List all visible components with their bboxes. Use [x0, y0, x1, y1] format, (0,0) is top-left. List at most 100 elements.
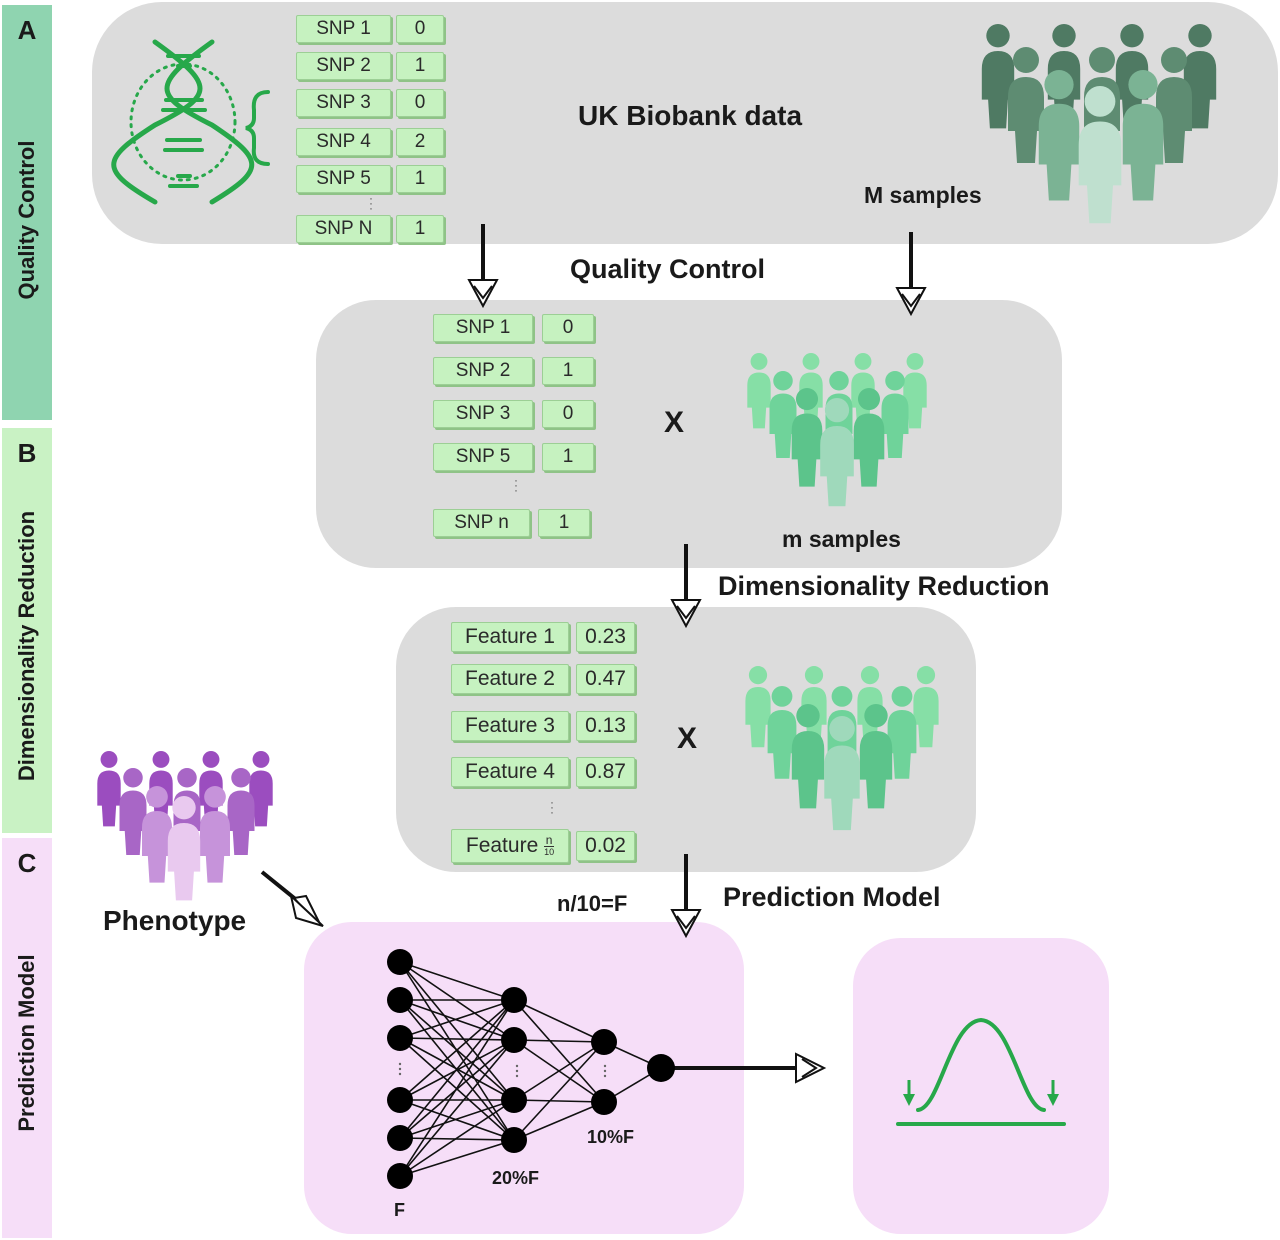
snp-name-cell: SNP N	[296, 215, 391, 243]
panel-biobank	[92, 2, 1278, 244]
snp-name-cell: SNP 5	[296, 165, 391, 193]
stage-bar-quality-control: A Quality Control	[2, 5, 52, 420]
step-label-prediction-model: Prediction Model	[723, 882, 941, 912]
network-output-node	[647, 1054, 675, 1082]
panel-a-title: UK Biobank data	[578, 100, 803, 131]
feature-name-cell: Feature 4	[451, 757, 569, 787]
network-node	[591, 1089, 617, 1115]
neural-network-diagram	[387, 949, 675, 1189]
stage-bar-prediction-model: C Prediction Model	[2, 838, 52, 1238]
people-crowd-features-icon	[745, 666, 939, 831]
ellipsis-vertical-icon: ···	[514, 473, 518, 497]
stage-bar-dimensionality-reduction: B Dimensionality Reduction	[2, 428, 52, 833]
people-crowd-m-samples-small-icon	[747, 353, 927, 507]
phenotype-label: Phenotype	[103, 905, 247, 936]
network-edge	[399, 999, 515, 1177]
network-node	[387, 1087, 413, 1113]
brace-icon	[245, 90, 270, 166]
network-node	[501, 1027, 527, 1053]
fraction-numerator: n	[544, 832, 555, 847]
snp-name-cell: SNP 1	[433, 314, 533, 342]
snp-value-cell: 1	[538, 509, 590, 537]
step-label-quality-control: Quality Control	[570, 254, 765, 284]
snp-value-cell: 1	[542, 357, 594, 385]
m-samples-label: M samples	[864, 182, 982, 208]
network-edge	[513, 1041, 605, 1141]
bell-curve-icon	[896, 1017, 1066, 1126]
network-edge	[399, 1139, 515, 1177]
dna-helix-icon	[111, 39, 255, 205]
snp-name-cell: SNP 4	[296, 128, 391, 156]
network-edge	[513, 1101, 605, 1141]
stage-letter-a: A	[17, 15, 37, 45]
network-edge	[399, 1037, 515, 1041]
stage-letter-b: B	[17, 438, 37, 468]
snp-value-cell: 2	[396, 128, 444, 156]
feature-value-cell: 0.47	[576, 664, 635, 694]
layer-label-hidden-1: 20%F	[492, 1168, 540, 1188]
network-edge	[513, 1041, 605, 1101]
network-edge	[399, 999, 515, 1039]
network-edge	[399, 1099, 515, 1141]
network-edge	[513, 1099, 605, 1103]
snp-name-cell: SNP 1	[296, 15, 391, 43]
snp-value-cell: 1	[396, 165, 444, 193]
threshold-arrow-right-icon	[1047, 1080, 1059, 1106]
layer-label-hidden-2: 10%F	[587, 1127, 635, 1147]
snp-name-cell: SNP 5	[433, 443, 533, 471]
m-samples-small-label: m samples	[782, 526, 901, 552]
people-crowd-m-samples-icon	[981, 24, 1217, 224]
network-node	[591, 1029, 617, 1055]
feature-value-cell: 0.02	[576, 831, 635, 861]
snp-value-cell: 1	[396, 52, 444, 80]
network-edge	[513, 999, 605, 1103]
multiply-sign: X	[664, 406, 685, 439]
feature-last-label: Feature	[465, 834, 539, 857]
fraction-denominator: 10	[544, 846, 555, 857]
snp-value-cell: 1	[542, 443, 594, 471]
feature-value-cell: 0.13	[576, 711, 635, 741]
snp-value-cell: 0	[396, 89, 444, 117]
network-edge	[399, 1137, 515, 1141]
network-edge	[399, 1099, 515, 1177]
network-node	[387, 1163, 413, 1189]
network-node	[387, 949, 413, 975]
network-node	[387, 1125, 413, 1151]
arrow-snps-to-qc	[467, 224, 499, 309]
network-edge	[399, 961, 515, 1041]
snp-name-cell: SNP 3	[433, 400, 533, 428]
stage-letter-c: C	[17, 848, 37, 878]
snp-value-cell: 0	[396, 15, 444, 43]
network-edge	[399, 999, 515, 1139]
feature-fraction: n 10	[544, 832, 555, 858]
snp-value-cell: 1	[396, 215, 444, 243]
feature-value-cell: 0.23	[576, 622, 635, 652]
feature-value-cell: 0.87	[576, 757, 635, 787]
formula-label: n/10=F	[557, 891, 628, 916]
feature-name-cell: Feature 3	[451, 711, 569, 741]
ellipsis-vertical-icon: ···	[550, 795, 554, 819]
snp-name-cell: SNP 2	[433, 357, 533, 385]
people-crowd-phenotype-icon	[97, 751, 273, 901]
arrow-qc-to-reduction	[670, 544, 702, 629]
panel-output-distribution	[853, 938, 1109, 1234]
network-edge	[399, 961, 515, 1101]
network-edge	[399, 999, 515, 1101]
network-node	[387, 1025, 413, 1051]
arrow-samples-to-qc	[895, 232, 927, 317]
network-node	[501, 1087, 527, 1113]
threshold-arrow-left-icon	[903, 1080, 915, 1106]
snp-name-cell: SNP 3	[296, 89, 391, 117]
network-node	[501, 1127, 527, 1153]
network-node	[501, 987, 527, 1013]
snp-value-cell: 0	[542, 400, 594, 428]
network-edge	[513, 999, 605, 1043]
snp-value-cell: 0	[542, 314, 594, 342]
feature-name-cell: Feature 1	[451, 622, 569, 652]
feature-name-cell-last: Feature n 10	[451, 829, 569, 863]
network-edge	[399, 961, 515, 1001]
step-label-dimensionality-reduction: Dimensionality Reduction	[718, 571, 1050, 601]
layer-label-input: F	[394, 1200, 405, 1220]
network-edge	[399, 999, 515, 1041]
